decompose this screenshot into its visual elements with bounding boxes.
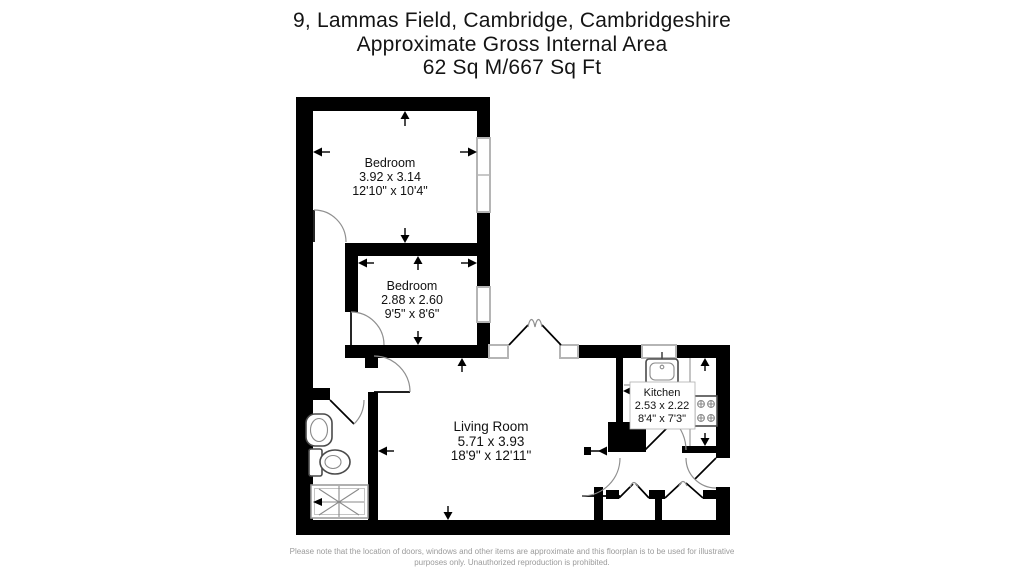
kitchen-label-box xyxy=(629,381,696,430)
living-arrow-down xyxy=(443,512,453,520)
toilet-bowl xyxy=(319,449,351,475)
bathroom-door-arc xyxy=(353,399,365,425)
kitchen-imperial: 8'4" x 7'3" xyxy=(638,413,686,425)
property-address: 9, Lammas Field, Cambridge, Cambridgeshi… xyxy=(293,9,731,32)
bedroom1-arrow-left xyxy=(313,147,322,157)
living-room-imperial: 18'9" x 12'11" xyxy=(451,448,532,463)
bedroom1-arrow-down xyxy=(400,235,410,243)
bedroom1-name: Bedroom xyxy=(365,156,416,170)
burner-4 xyxy=(707,414,715,422)
living-arrow-left xyxy=(378,446,387,456)
living-room-name: Living Room xyxy=(453,419,528,434)
kitchen-sink-basin xyxy=(649,362,675,381)
bedroom2-arrow-down xyxy=(413,337,423,345)
closet2-bifold-doors xyxy=(664,482,704,499)
hallway-door-arc xyxy=(373,355,411,393)
bedroom1-arrow-up xyxy=(400,111,410,119)
living-room-metric: 5.71 x 3.93 xyxy=(458,434,525,449)
walls xyxy=(296,97,730,535)
area-value: 62 Sq M/667 Sq Ft xyxy=(422,56,602,79)
french-door-meeting xyxy=(527,318,543,328)
wall-right-outer-top xyxy=(716,345,730,458)
kitchen-window xyxy=(641,344,677,359)
closet1-bifold-hinge xyxy=(629,481,639,488)
french-door-leaf-left xyxy=(508,324,529,346)
wall-bottom-outer xyxy=(296,520,730,535)
toilet-bowl-inner xyxy=(324,454,342,470)
living-window-right xyxy=(559,344,579,359)
kitchen-metric: 2.53 x 2.22 xyxy=(635,400,689,412)
bedroom2-arrow-left xyxy=(358,258,367,268)
wall-bedroom2-bottom xyxy=(345,345,490,358)
bedroom1-imperial: 12'10" x 10'4" xyxy=(352,184,428,198)
wall-bedroom1-right-a xyxy=(477,111,490,138)
living-arrow-up xyxy=(457,358,467,366)
title-block: 9, Lammas Field, Cambridge, Cambridgeshi… xyxy=(0,9,1024,80)
french-door-leaf-right xyxy=(541,324,562,346)
bedroom1-label: Bedroom 3.92 x 3.14 12'10" x 10'4" xyxy=(352,156,428,198)
bathroom-fixtures xyxy=(305,413,369,519)
shower-width-arrow xyxy=(313,498,322,506)
kitchen-label: Kitchen 2.53 x 2.22 8'4" x 7'3" xyxy=(629,381,696,430)
wall-bedroom2-left xyxy=(345,243,358,312)
wall-kitchen-bottom xyxy=(682,446,716,453)
wall-kitchen-partition xyxy=(616,358,623,422)
bedroom2-window xyxy=(476,286,491,323)
kitchen-arrow-up xyxy=(700,358,710,366)
wall-top-outer xyxy=(296,97,490,111)
bedroom1-door-arc xyxy=(313,209,347,243)
closet1-bifold-doors xyxy=(618,483,650,499)
wall-bedroom-divider xyxy=(345,243,490,256)
wall-kitchen-top-a xyxy=(578,345,642,358)
front-door-arc xyxy=(685,457,717,489)
area-caption: Approximate Gross Internal Area xyxy=(356,32,668,56)
bedroom1-arrow-right xyxy=(468,147,477,157)
living-room-label: Living Room 5.71 x 3.93 18'9" x 12'11" xyxy=(451,419,532,463)
bedroom2-arrow-up xyxy=(413,256,423,264)
entry-door-arc xyxy=(581,457,621,497)
front-door-leaf xyxy=(694,457,717,480)
kitchen-arrow-down xyxy=(700,438,710,446)
disclaimer: Please note that the location of doors, … xyxy=(0,546,1024,568)
disclaimer-line-1: Please note that the location of doors, … xyxy=(289,547,735,556)
closet2-bifold-hinge xyxy=(678,480,688,487)
bedroom2-imperial: 9'5" x 8'6" xyxy=(385,307,440,321)
wall-bathroom-top xyxy=(296,388,330,400)
wall-closet-stub-left xyxy=(606,490,619,499)
living-window-left xyxy=(488,344,509,359)
wall-closet-divider xyxy=(655,499,662,520)
bedroom2-name: Bedroom xyxy=(387,279,438,293)
bathroom-sink-basin xyxy=(309,417,329,443)
bedroom2-door-arc xyxy=(350,311,385,346)
wall-bathroom-right xyxy=(368,392,378,520)
dimension-arrows xyxy=(313,111,710,520)
wall-closet-stub-right xyxy=(703,490,716,499)
room-labels: Bedroom 3.92 x 3.14 12'10" x 10'4" Bedro… xyxy=(352,156,696,463)
kitchen-drain xyxy=(659,364,665,370)
burner-marks xyxy=(698,401,714,421)
windows xyxy=(476,137,677,359)
burner-2 xyxy=(707,400,715,408)
bedroom2-arrow-right xyxy=(468,258,477,268)
burner-3 xyxy=(697,414,705,422)
wall-hall-stub xyxy=(365,358,378,368)
bathroom-door-leaf xyxy=(329,399,355,425)
bedroom2-label: Bedroom 2.88 x 2.60 9'5" x 8'6" xyxy=(381,279,443,321)
bedroom1-metric: 3.92 x 3.14 xyxy=(359,170,421,184)
bedroom2-metric: 2.88 x 2.60 xyxy=(381,293,443,307)
wall-closet-stub-mid xyxy=(649,490,665,499)
wall-right-outer-bottom xyxy=(716,487,730,535)
kitchen-name: Kitchen xyxy=(644,387,681,399)
burner-1 xyxy=(697,400,705,408)
disclaimer-line-2: purposes only. Unauthorized reproduction… xyxy=(414,558,610,567)
wall-living-entry xyxy=(594,487,603,520)
